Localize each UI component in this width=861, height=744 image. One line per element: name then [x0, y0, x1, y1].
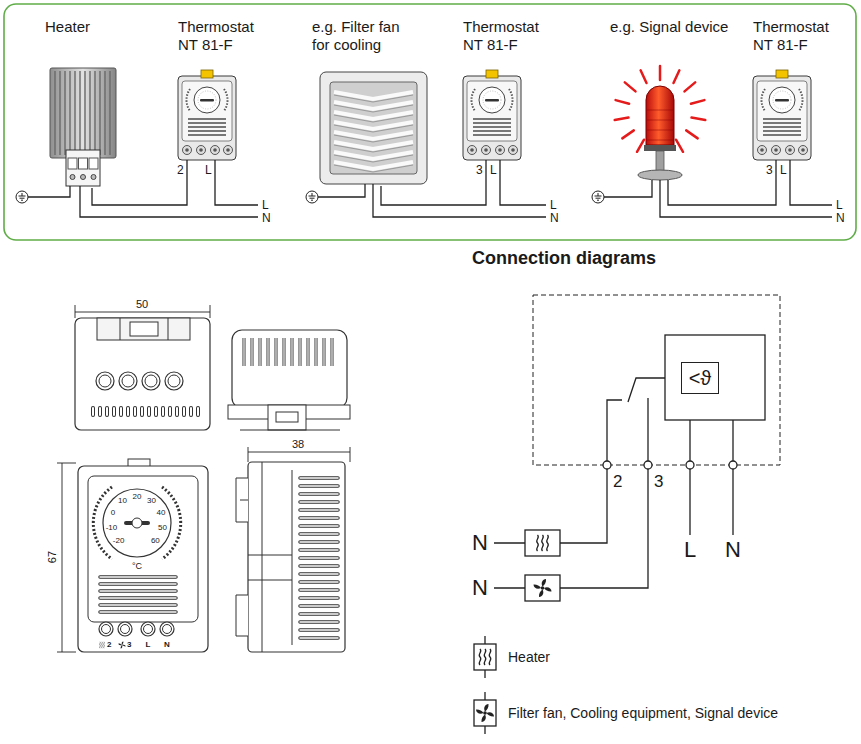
sensor-box: <ϑ	[681, 362, 719, 394]
thermostat-illustration	[178, 70, 236, 160]
front-view	[78, 459, 208, 652]
schematic-terminal: 2	[613, 473, 622, 490]
filter-fan-illustration	[320, 72, 427, 184]
dial-scale: 40	[157, 509, 166, 517]
device-heading: e.g. Signal device	[610, 18, 740, 36]
wire-end-label: N	[836, 212, 845, 224]
legend-text: Heater	[508, 650, 550, 664]
wire-connector	[92, 160, 187, 205]
heater-symbol	[537, 535, 549, 551]
wire-end-label: L	[262, 199, 269, 211]
side-view	[236, 462, 345, 652]
terminal-marking: 2	[107, 641, 111, 649]
schematic-terminal: 3	[654, 473, 663, 490]
filter-fan-device: e.g. Filter fan for cooling	[312, 18, 412, 186]
terminal-label: 2	[177, 164, 184, 176]
heater-device: Heater	[45, 18, 125, 188]
schematic-label: N	[472, 577, 488, 599]
device-heading: e.g. Filter fan for cooling	[312, 18, 412, 54]
unit-label: °C	[132, 562, 142, 571]
heater-illustration	[50, 68, 116, 186]
thermostat-device: Thermostat NT 81-F	[178, 18, 268, 160]
terminal-marking: N	[164, 641, 170, 649]
terminal-label: L	[205, 164, 212, 176]
legend-fan-symbol	[476, 704, 494, 722]
device-heading: Thermostat NT 81-F	[463, 18, 553, 54]
dial-scale: 20	[133, 493, 142, 501]
terminal-marking: L	[146, 641, 151, 649]
dimension: 67	[47, 551, 58, 563]
wire-connector	[381, 160, 486, 205]
top-view	[75, 318, 210, 430]
device-heading: Heater	[45, 18, 125, 36]
dial-scale: 0	[111, 509, 115, 517]
dial-scale: 60	[151, 537, 160, 545]
schematic-label: L	[684, 539, 696, 561]
fan-symbol	[534, 579, 552, 597]
dial-scale: 30	[147, 497, 156, 505]
wiring	[28, 160, 832, 217]
signal-device: e.g. Signal device	[610, 18, 740, 180]
device-heading: Thermostat NT 81-F	[753, 18, 843, 54]
wire-end-label: L	[836, 199, 843, 211]
dial-scale: 50	[158, 524, 167, 532]
schematic-label: N	[472, 532, 488, 554]
dial-scale: 10	[118, 497, 127, 505]
schematic	[494, 295, 780, 601]
diagram-title: Connection diagrams	[472, 249, 656, 267]
legend-symbols	[474, 636, 496, 734]
terminal-label: L	[780, 164, 787, 176]
panel-frame	[4, 4, 856, 240]
schematic-label: N	[725, 539, 741, 561]
terminal-label: 3	[476, 164, 483, 176]
dial-scale: -10	[106, 524, 118, 532]
terminal-label: 3	[766, 164, 773, 176]
sensor-symbol: <ϑ	[689, 367, 712, 389]
ground-symbol	[16, 191, 28, 203]
side-housing-view	[228, 330, 350, 430]
wire-end-label: L	[550, 199, 557, 211]
thermostat-illustration	[463, 70, 521, 160]
ground-symbol	[592, 191, 604, 203]
ground-symbol	[306, 191, 318, 203]
wire-connector	[668, 160, 776, 205]
dimension: 38	[292, 439, 304, 450]
dimension-lines	[57, 305, 350, 652]
legend-heater-symbol	[479, 649, 491, 665]
thermostat-device: Thermostat NT 81-F	[753, 18, 843, 160]
wire-end-label: N	[550, 212, 559, 224]
signal-device-illustration	[615, 66, 706, 180]
terminal-marking: 3	[127, 641, 131, 649]
dial-scale: -20	[113, 537, 125, 545]
legend-text: Filter fan, Cooling equipment, Signal de…	[508, 706, 778, 720]
thermostat-illustration	[753, 70, 811, 160]
terminal-label: L	[490, 164, 497, 176]
device-heading: Thermostat NT 81-F	[178, 18, 268, 54]
dimension: 50	[136, 299, 148, 310]
wire-end-label: N	[262, 212, 271, 224]
thermostat-device: Thermostat NT 81-F	[463, 18, 553, 160]
